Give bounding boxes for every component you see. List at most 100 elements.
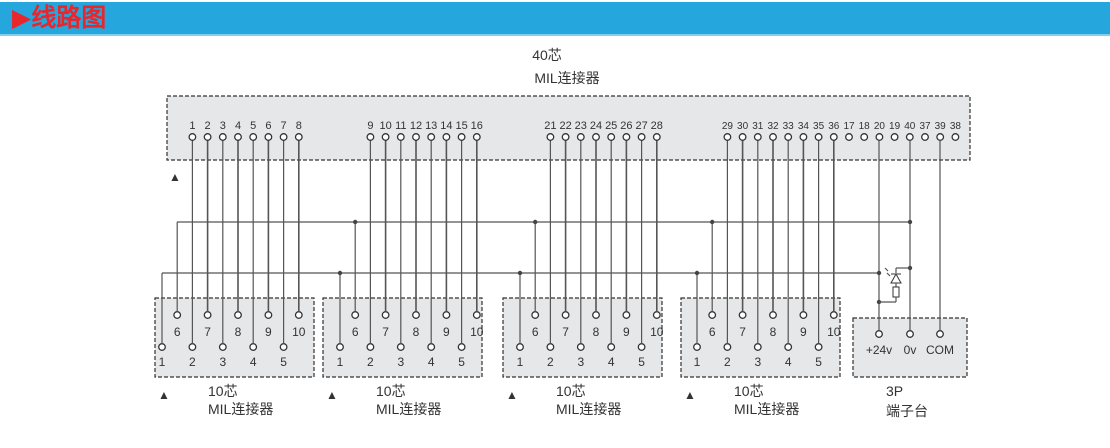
terminal-pin: [936, 330, 944, 338]
bottom-pin-label: 3: [577, 355, 584, 369]
bottom-pin-label: 9: [265, 325, 272, 339]
marker-triangle: ▲: [326, 388, 338, 402]
terminal-pin-label: COM: [926, 343, 954, 357]
bottom-pin: [738, 311, 747, 319]
bottom-pin-label: 3: [397, 355, 404, 369]
bottom-pin-label: 7: [382, 325, 389, 339]
bottom-pin: [158, 343, 166, 351]
bottom-pin: [637, 343, 646, 351]
bottom-connector-label: 10芯: [556, 383, 586, 399]
top-pin: [845, 133, 853, 141]
top-pin: [576, 133, 585, 141]
top-connector-40pin: [166, 95, 971, 161]
bottom-pin: [336, 343, 344, 351]
top-connector-label: 40芯: [532, 47, 562, 63]
bottom-pin: [607, 343, 616, 351]
resistor-icon: [892, 286, 900, 298]
top-pin: [637, 133, 646, 141]
top-pin: [264, 133, 273, 141]
bottom-pin-label: 4: [608, 355, 615, 369]
top-pin-label: 26: [620, 120, 632, 132]
top-pin-label: 15: [455, 120, 467, 132]
marker-triangle: ▲: [506, 388, 518, 402]
top-pin: [860, 133, 869, 141]
bottom-pin-label: 2: [367, 355, 374, 369]
bottom-pin: [708, 311, 717, 319]
top-pin: [905, 133, 914, 141]
bottom-connector-10pin: [154, 297, 315, 378]
top-pin: [561, 133, 570, 141]
bottom-pin: [234, 311, 242, 319]
top-pin: [294, 133, 303, 141]
top-pin-label: 35: [813, 121, 825, 132]
bottom-pin: [799, 311, 808, 319]
top-pin-label: 7: [281, 120, 287, 132]
top-pin: [607, 133, 616, 141]
top-pin-label: 38: [950, 121, 962, 132]
top-pin: [921, 133, 929, 141]
bottom-pin: [693, 343, 701, 351]
bottom-pin-label: 8: [413, 325, 420, 339]
bottom-pin: [592, 311, 600, 319]
junction-dot: [517, 270, 523, 276]
top-pin-label: 29: [722, 121, 734, 132]
top-pin-label: 22: [559, 120, 571, 132]
junction-dot: [876, 270, 882, 276]
top-pin-label: 11: [395, 120, 406, 132]
bottom-pin: [218, 343, 227, 351]
bottom-pin-label: 1: [517, 355, 524, 369]
top-pin: [366, 133, 375, 141]
bottom-pin: [264, 311, 273, 319]
top-pin-label: 31: [752, 121, 764, 132]
terminal-pin: [906, 330, 914, 338]
top-pin-label: 28: [651, 120, 663, 132]
terminal-pin: [875, 330, 883, 338]
top-pin: [784, 133, 793, 141]
top-pin: [472, 133, 481, 141]
bottom-pin-label: 2: [547, 355, 554, 369]
bottom-connector-10pin: [322, 297, 483, 378]
bottom-pin-label: 8: [770, 325, 777, 339]
top-pin-label: 33: [783, 121, 795, 132]
top-pin: [890, 133, 899, 141]
bottom-pin-label: 9: [623, 325, 630, 339]
top-pin-label: 5: [250, 120, 256, 132]
top-connector-label: MIL连接器: [534, 70, 599, 86]
top-pin: [442, 133, 451, 141]
top-pin-label: 21: [544, 120, 556, 132]
bottom-connector-10pin: [502, 297, 663, 378]
bottom-pin: [814, 343, 823, 351]
top-pin-label: 8: [296, 120, 302, 132]
terminal-pin-label: 0v: [904, 343, 917, 357]
bottom-pin: [249, 343, 258, 351]
top-pin: [875, 133, 884, 141]
top-pin-label: 24: [590, 120, 602, 132]
bottom-pin-label: 2: [189, 355, 196, 369]
bottom-pin-label: 7: [739, 325, 746, 339]
top-pin: [951, 133, 960, 141]
bottom-pin: [188, 343, 197, 351]
bottom-pin: [769, 311, 777, 319]
top-pin: [814, 133, 823, 141]
bottom-pin-label: 10: [827, 325, 841, 339]
bottom-pin: [652, 311, 661, 319]
marker-triangle: ▲: [684, 388, 696, 402]
section-header: ▶线路图: [0, 2, 1110, 36]
bottom-pin: [279, 343, 288, 351]
top-pin-label: 23: [575, 120, 587, 132]
marker-triangle: ▲: [169, 170, 181, 184]
bottom-connector-label: 10芯: [734, 383, 764, 399]
top-pin: [457, 133, 466, 141]
bottom-pin-label: 6: [709, 325, 716, 339]
bottom-connector-label: 10芯: [376, 383, 406, 399]
top-pin-label: 6: [265, 120, 271, 132]
top-pin-label: 9: [367, 120, 373, 132]
top-pin-label: 39: [935, 121, 947, 132]
top-pin-label: 14: [440, 120, 452, 132]
led-emission: [884, 267, 889, 272]
top-pin-label: 37: [919, 121, 931, 132]
bottom-pin: [531, 311, 540, 319]
top-pin: [753, 133, 762, 141]
bottom-pin: [829, 311, 838, 319]
